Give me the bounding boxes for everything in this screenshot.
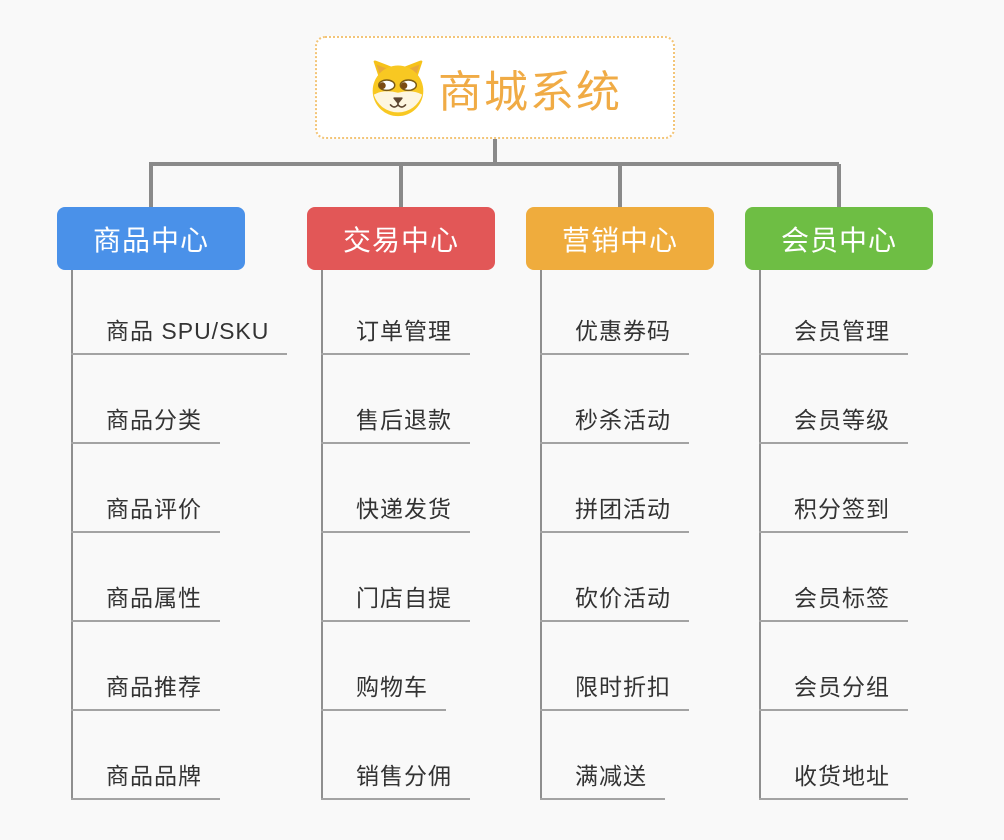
branch-topic-marketing[interactable]: 营销中心 [526, 207, 714, 270]
leaf-topic[interactable]: 会员分组 [759, 674, 908, 711]
connector-drop-member [837, 164, 841, 208]
connector-drop-trade [399, 164, 403, 208]
branch-spine-trade [321, 270, 323, 800]
leaf-topic[interactable]: 门店自提 [321, 585, 470, 622]
leaf-topic[interactable]: 限时折扣 [540, 674, 689, 711]
leaf-topic[interactable]: 收货地址 [759, 763, 908, 800]
branch-spine-marketing [540, 270, 542, 800]
leaf-topic[interactable]: 优惠券码 [540, 318, 689, 355]
leaf-topic[interactable]: 快递发货 [321, 496, 470, 533]
leaf-topic[interactable]: 会员等级 [759, 407, 908, 444]
leaf-topic[interactable]: 销售分佣 [321, 763, 470, 800]
leaf-topic[interactable]: 商品 SPU/SKU [71, 318, 288, 355]
branch-spine-product [71, 270, 73, 800]
leaf-topic[interactable]: 商品推荐 [71, 674, 220, 711]
connector-drop-marketing [618, 164, 622, 208]
leaf-topic[interactable]: 商品属性 [71, 585, 220, 622]
branch-column-marketing: 营销中心 优惠券码 秒杀活动 拼团活动 砍价活动 限时折扣 满减送 [526, 207, 776, 817]
leaf-topic[interactable]: 满减送 [540, 763, 665, 800]
branch-topic-trade[interactable]: 交易中心 [307, 207, 495, 270]
leaf-topic[interactable]: 积分签到 [759, 496, 908, 533]
leaf-topic[interactable]: 售后退款 [321, 407, 470, 444]
leaf-topic[interactable]: 会员标签 [759, 585, 908, 622]
branch-spine-member [759, 270, 761, 800]
branch-column-member: 会员中心 会员管理 会员等级 积分签到 会员标签 会员分组 收货地址 [745, 207, 995, 817]
connector-horizontal-bar [149, 162, 839, 166]
branch-column-product: 商品中心 商品 SPU/SKU 商品分类 商品评价 商品属性 商品推荐 商品品牌 [57, 207, 307, 817]
leaf-topic[interactable]: 商品评价 [71, 496, 220, 533]
leaf-topic[interactable]: 订单管理 [321, 318, 470, 355]
leaf-topic[interactable]: 拼团活动 [540, 496, 689, 533]
root-topic-label: 商城系统 [438, 67, 622, 117]
branch-topic-member[interactable]: 会员中心 [745, 207, 933, 270]
leaf-topic[interactable]: 砍价活动 [540, 585, 689, 622]
leaf-topic[interactable]: 秒杀活动 [540, 407, 689, 444]
leaf-topic[interactable]: 会员管理 [759, 318, 908, 355]
connector-root-stem [493, 139, 497, 164]
branch-column-trade: 交易中心 订单管理 售后退款 快递发货 门店自提 购物车 销售分佣 [307, 207, 557, 817]
leaf-topic[interactable]: 商品分类 [71, 407, 220, 444]
root-topic[interactable]: 商城系统 [315, 36, 675, 139]
dog-face-icon [368, 58, 428, 118]
leaf-topic[interactable]: 购物车 [321, 674, 446, 711]
branch-topic-product[interactable]: 商品中心 [57, 207, 245, 270]
leaf-topic[interactable]: 商品品牌 [71, 763, 220, 800]
connector-drop-product [149, 164, 153, 208]
